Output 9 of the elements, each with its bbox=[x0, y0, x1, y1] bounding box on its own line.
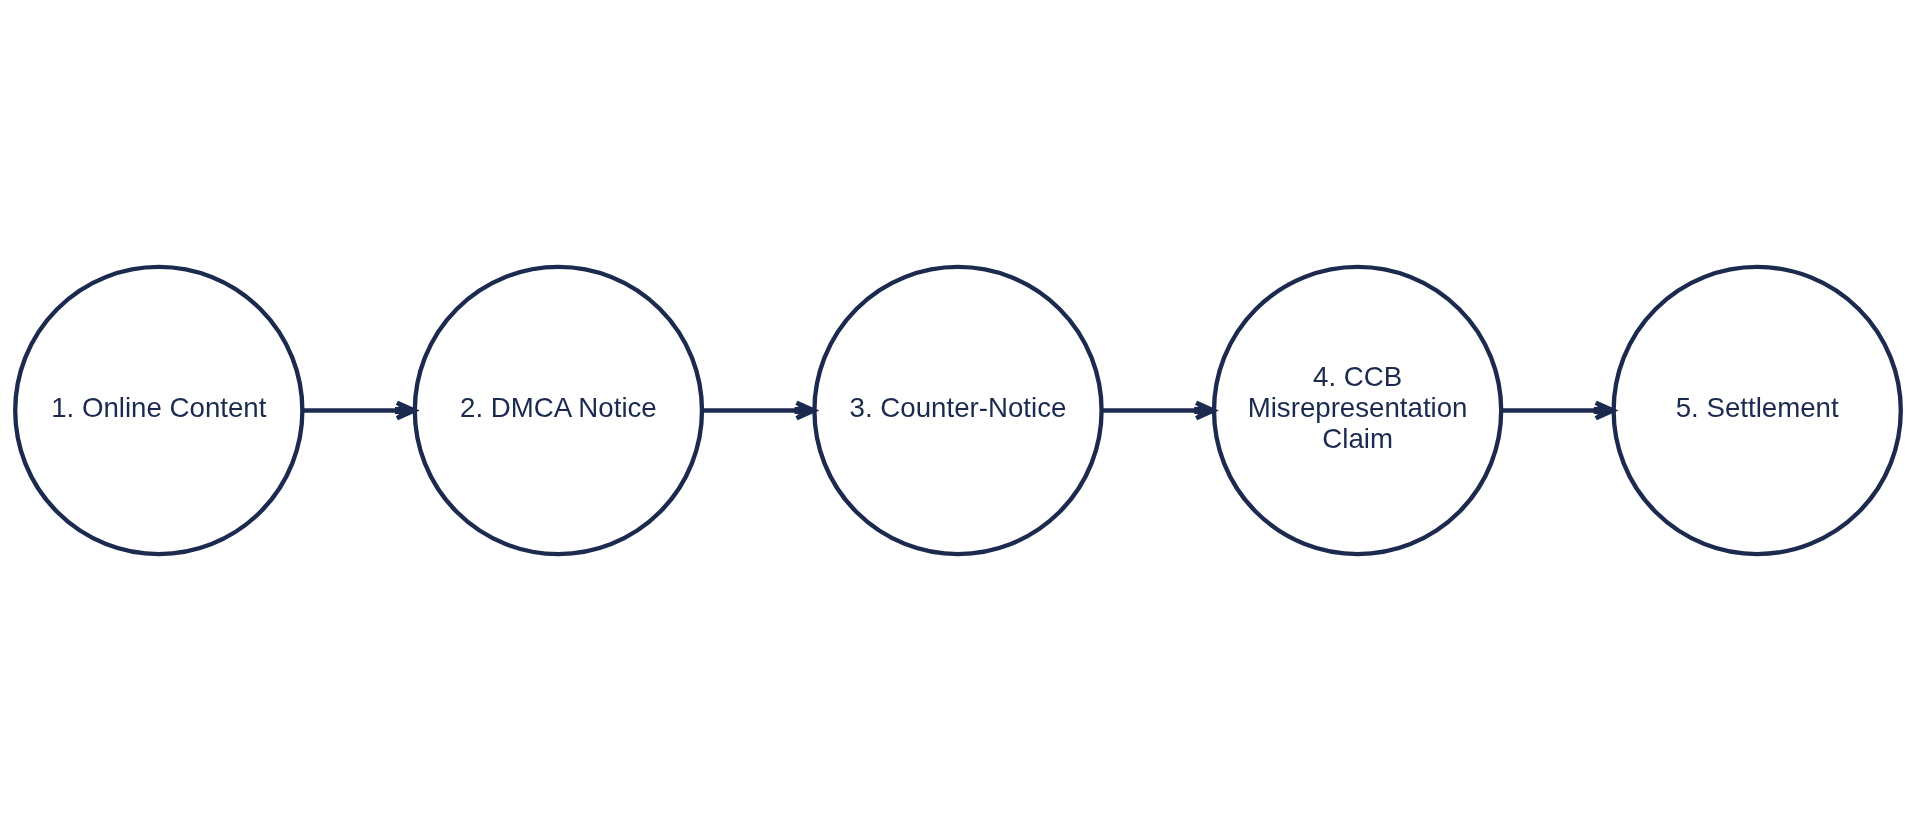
node-circle: 2. DMCA Notice bbox=[412, 264, 705, 557]
arrow bbox=[302, 400, 417, 421]
node-circle: 5. Settlement bbox=[1611, 264, 1903, 557]
arrow bbox=[702, 400, 817, 421]
node-circle: 3. Counter-Notice bbox=[812, 264, 1104, 557]
arrow bbox=[1101, 400, 1216, 421]
node-circle: 4. CCB Misrepresentation Claim bbox=[1211, 264, 1504, 557]
node-circle: 1. Online Content bbox=[13, 264, 305, 557]
arrow bbox=[1501, 400, 1616, 421]
